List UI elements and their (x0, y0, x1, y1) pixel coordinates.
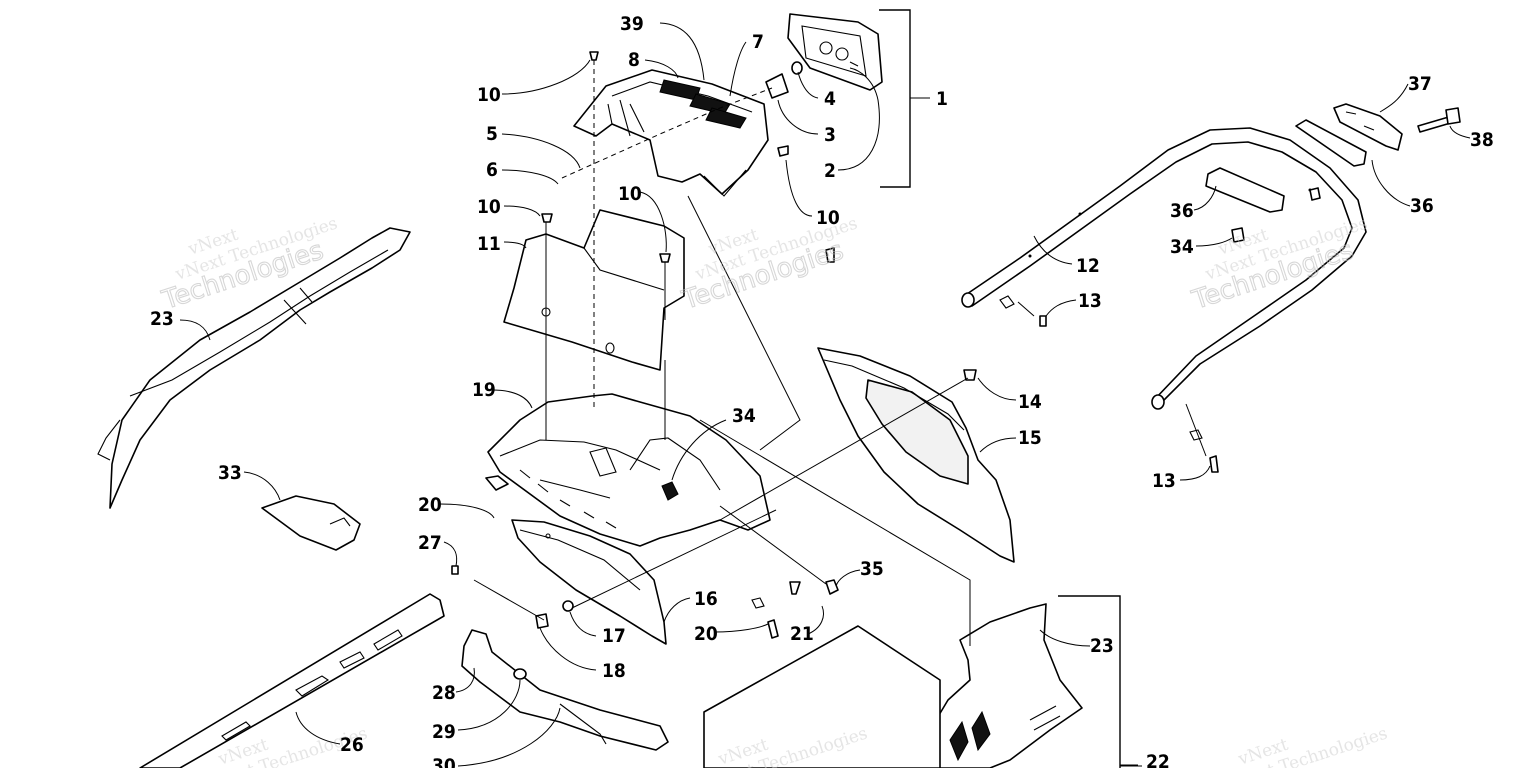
callout-35: 35 (860, 558, 884, 580)
hood-panel (703, 625, 941, 768)
callout-15: 15 (1018, 427, 1042, 449)
callout-26: 26 (340, 734, 364, 756)
callout-17: 17 (602, 625, 626, 647)
callout-36-b: 36 (1410, 195, 1434, 217)
seat-pad (261, 495, 361, 551)
callout-8: 8 (628, 49, 640, 71)
frame-rail (139, 593, 445, 768)
callout-30: 30 (432, 755, 456, 768)
rear-bumper (961, 127, 1367, 410)
bolt-38 (1417, 107, 1461, 133)
callout-1: 1 (936, 88, 948, 110)
side-panel-right (929, 603, 1083, 768)
callout-37: 37 (1408, 73, 1432, 95)
callout-13-a: 13 (1078, 290, 1102, 312)
callout-33: 33 (218, 462, 242, 484)
callout-3: 3 (824, 124, 836, 146)
fender-panel (511, 519, 667, 645)
callout-10-b: 10 (477, 196, 501, 218)
callout-20-b: 20 (694, 623, 718, 645)
callout-7: 7 (752, 31, 764, 53)
bumper-bracket (1205, 103, 1403, 213)
callout-21: 21 (790, 623, 814, 645)
callout-34-b: 34 (1170, 236, 1194, 258)
callout-23-a: 23 (150, 308, 174, 330)
callout-13-b: 13 (1152, 470, 1176, 492)
callout-36-a: 36 (1170, 200, 1194, 222)
callout-4: 4 (824, 88, 836, 110)
callout-12: 12 (1076, 255, 1100, 277)
callout-28: 28 (432, 682, 456, 704)
callout-23-b: 23 (1090, 635, 1114, 657)
callout-5: 5 (486, 123, 498, 145)
rear-cowl (573, 69, 769, 197)
callout-10-a: 10 (477, 84, 501, 106)
callout-18: 18 (602, 660, 626, 682)
inner-fender (487, 393, 771, 547)
callout-22: 22 (1146, 751, 1170, 768)
callout-20-a: 20 (418, 494, 442, 516)
light-bulb (765, 61, 803, 99)
rail-bracket (461, 629, 669, 751)
callout-10-d: 10 (816, 207, 840, 229)
callout-34-a: 34 (732, 405, 756, 427)
snow-flap (817, 347, 1015, 563)
fasteners (451, 51, 1321, 639)
callout-39: 39 (620, 13, 644, 35)
callout-14: 14 (1018, 391, 1042, 413)
callout-11: 11 (477, 233, 501, 255)
callout-29: 29 (432, 721, 456, 743)
callout-27: 27 (418, 532, 442, 554)
callout-16: 16 (694, 588, 718, 610)
callout-labels: 1 2 3 4 5 6 7 8 39 10 10 10 10 11 12 13 … (150, 13, 1494, 768)
callout-2: 2 (824, 160, 836, 182)
callout-38: 38 (1470, 129, 1494, 151)
callout-6: 6 (486, 159, 498, 181)
callout-10-c: 10 (618, 183, 642, 205)
callout-19: 19 (472, 379, 496, 401)
callout-leaders (179, 22, 1471, 767)
guide-lines (473, 60, 1207, 646)
side-panel-left (97, 227, 411, 509)
